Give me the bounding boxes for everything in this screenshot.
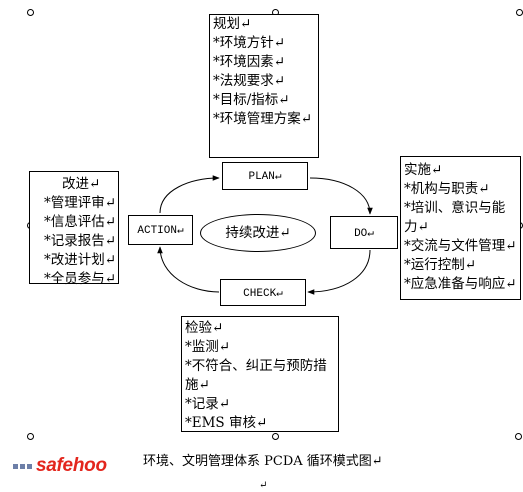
improvement-item: *信息评估↵: [44, 214, 117, 230]
planning-item: *法规要求↵: [213, 73, 286, 89]
arrow-do-to-check: [307, 249, 371, 295]
action-stage-box[interactable]: ACTION↵: [128, 215, 193, 245]
check-stage-box[interactable]: CHECK↵: [220, 279, 306, 306]
continuous-improvement-label: 持续改进↵: [225, 224, 291, 241]
inspection-item: *EMS 审核↵: [185, 415, 268, 431]
figure-caption: 环境、文明管理体系 PCDA 循环模式图↵: [143, 454, 383, 469]
logo-text: safehoo: [36, 455, 107, 476]
arrow-check-to-action: [157, 246, 220, 293]
improvement-title: 改进↵: [62, 176, 101, 192]
implementation-item: *机构与职责↵: [404, 181, 490, 197]
implementation-item: 力↵: [404, 219, 429, 235]
inspection-item: *监测↵: [185, 339, 231, 355]
planning-item: *目标/指标↵: [213, 92, 290, 108]
logo-dot: [20, 463, 25, 469]
implementation-detail-box[interactable]: 实施↵ *机构与职责↵ *培训、意识与能 力↵ *交流与文件管理↵ *运行控制↵…: [400, 156, 521, 300]
plan-label: PLAN↵: [248, 171, 282, 183]
inspection-item: *记录↵: [185, 396, 231, 412]
plan-stage-box[interactable]: PLAN↵: [222, 162, 308, 190]
logo-dot: [13, 463, 18, 469]
inspection-detail-box[interactable]: 检验↵ *监测↵ *不符合、纠正与预防措 施↵ *记录↵ *EMS 审核↵: [181, 316, 339, 432]
implementation-item: *应急准备与响应↵: [404, 276, 517, 292]
implementation-item: *培训、意识与能: [404, 200, 506, 216]
planning-title: 规划↵: [213, 16, 252, 32]
planning-item: *环境方针↵: [213, 35, 286, 51]
resize-handle-bottom-center[interactable]: [272, 433, 279, 440]
inspection-item: 施↵: [185, 377, 210, 393]
check-label: CHECK↵: [243, 287, 283, 300]
site-logo: safehoo: [13, 455, 107, 477]
implementation-title: 实施↵: [404, 162, 443, 178]
resize-handle-bottom-right[interactable]: [515, 433, 522, 440]
inspection-title: 检验↵: [185, 320, 224, 336]
arrow-action-to-plan: [159, 175, 220, 214]
inspection-item: *不符合、纠正与预防措: [185, 358, 327, 374]
do-label: DO↵: [354, 227, 374, 240]
action-label: ACTION↵: [137, 225, 184, 237]
continuous-improvement-oval[interactable]: 持续改进↵: [200, 214, 316, 252]
improvement-item: *管理评审↵: [44, 195, 117, 211]
do-stage-box[interactable]: DO↵: [330, 216, 398, 249]
implementation-item: *交流与文件管理↵: [404, 238, 517, 254]
planning-item: *环境管理方案↵: [213, 111, 313, 127]
resize-handle-top-left[interactable]: [27, 9, 34, 16]
paragraph-mark: ↵: [259, 480, 268, 491]
implementation-item: *运行控制↵: [404, 257, 477, 273]
logo-dot: [27, 463, 32, 469]
planning-detail-box[interactable]: 规划↵ *环境方针↵ *环境因素↵ *法规要求↵ *目标/指标↵ *环境管理方案…: [209, 14, 319, 158]
improvement-item: *全员参与↵: [44, 271, 117, 287]
arrow-plan-to-do: [309, 177, 373, 215]
improvement-detail-box[interactable]: 改进↵ *管理评审↵ *信息评估↵ *记录报告↵ *改进计划↵ *全员参与↵: [29, 171, 119, 287]
improvement-item: *记录报告↵: [44, 233, 117, 249]
improvement-item: *改进计划↵: [44, 252, 117, 268]
resize-handle-bottom-left[interactable]: [27, 433, 34, 440]
planning-item: *环境因素↵: [213, 54, 286, 70]
